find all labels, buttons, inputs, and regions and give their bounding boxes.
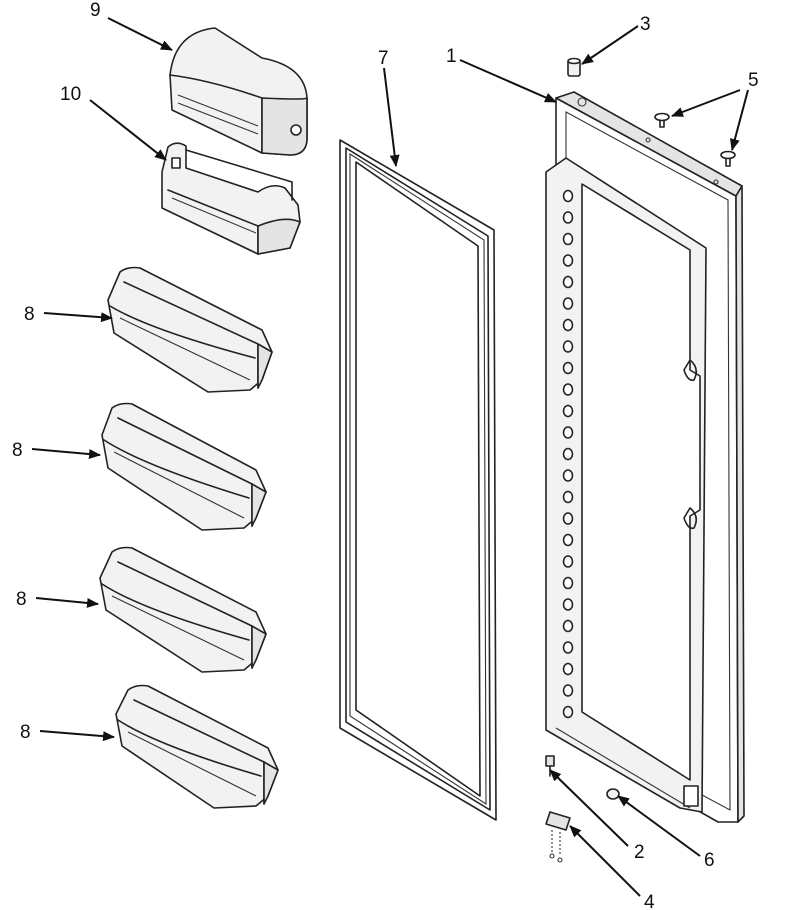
- shelf-stud: [562, 232, 574, 246]
- shelf-stud: [562, 555, 574, 568]
- plug-button-part-5-a: [654, 112, 670, 128]
- shelf-stud: [562, 211, 574, 224]
- shelf-stud: [562, 426, 574, 439]
- shelf-stud: [562, 189, 574, 203]
- door-bin-part-8-b: [101, 402, 267, 531]
- callout-8-c: 8: [16, 589, 27, 610]
- callout-3: 3: [640, 14, 651, 35]
- shelf-stud: [562, 469, 574, 482]
- callout-7: 7: [378, 48, 389, 69]
- shelf-stud: [562, 662, 574, 676]
- callout-6: 6: [704, 850, 715, 871]
- shelf-stud: [562, 361, 574, 375]
- plug-button-part-5-b: [720, 150, 736, 167]
- callout-4: 4: [644, 892, 655, 910]
- shelf-stud: [562, 254, 574, 267]
- callout-1: 1: [446, 46, 457, 67]
- callout-9: 9: [90, 0, 101, 21]
- dairy-cover-part-9: [169, 27, 308, 156]
- shelf-stud: [562, 705, 574, 719]
- bracket-part-4: [545, 811, 571, 863]
- door-gasket-part-7: [339, 139, 497, 821]
- shelf-stud: [562, 340, 574, 353]
- callout-8-b: 8: [12, 440, 23, 461]
- shelf-stud: [562, 619, 574, 633]
- shelf-stud: [562, 404, 574, 418]
- shelf-stud: [562, 297, 574, 310]
- callout-8-d: 8: [20, 722, 31, 743]
- shelf-stud: [562, 512, 574, 525]
- callout-2: 2: [634, 842, 645, 863]
- shelf-stud: [562, 383, 574, 396]
- shelf-stud: [562, 318, 574, 332]
- callout-8-a: 8: [24, 304, 35, 325]
- shelf-stud: [562, 275, 574, 289]
- door-bin-part-8-d: [115, 684, 279, 809]
- door-bin-part-8-c: [99, 546, 267, 673]
- door-assembly-part-1: [545, 91, 745, 823]
- shelf-stud: [562, 684, 574, 697]
- shelf-stud: [562, 533, 574, 547]
- hinge-bushing-part-3: [567, 57, 581, 77]
- shelf-stud: [562, 598, 574, 611]
- dairy-bin-part-10: [161, 142, 301, 255]
- callout-5: 5: [748, 70, 759, 91]
- shelf-stud: [562, 576, 574, 590]
- shelf-stud: [562, 490, 574, 504]
- cap-part-6: [606, 788, 620, 800]
- door-bin-part-8-a: [107, 266, 273, 393]
- shelf-stud-column: [562, 189, 574, 719]
- callout-10: 10: [60, 84, 81, 105]
- shelf-stud: [562, 641, 574, 654]
- shelf-stud: [562, 447, 574, 461]
- callout-arrows: [31, 17, 749, 897]
